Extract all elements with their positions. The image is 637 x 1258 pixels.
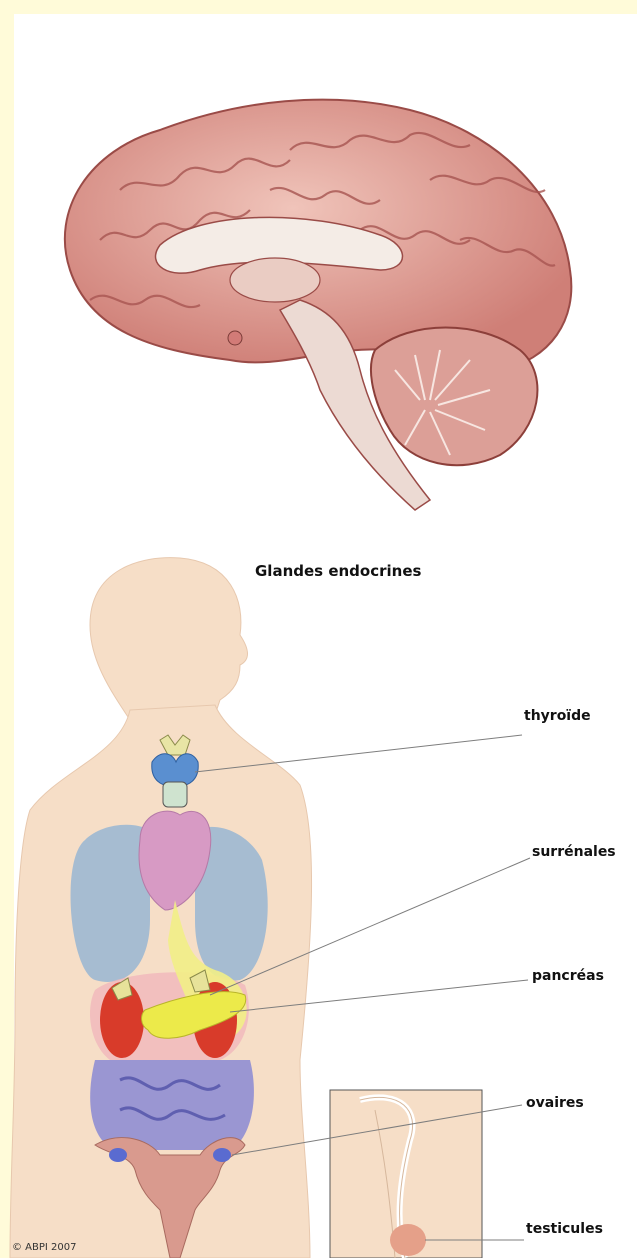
label-pancreas: pancréas — [532, 968, 604, 984]
label-thyroid: thyroïde — [524, 708, 591, 724]
page-edge-top — [0, 0, 637, 14]
label-adrenals: surrénales — [532, 844, 616, 860]
body-illustration — [0, 540, 637, 1258]
brain-illustration — [30, 70, 590, 530]
copyright-notice: © ABPI 2007 — [12, 1242, 77, 1253]
diagram-title: Glandes endocrines — [255, 562, 421, 580]
label-testes: testicules — [526, 1221, 603, 1237]
head-shape — [90, 558, 248, 720]
label-ovaries: ovaires — [526, 1095, 584, 1111]
